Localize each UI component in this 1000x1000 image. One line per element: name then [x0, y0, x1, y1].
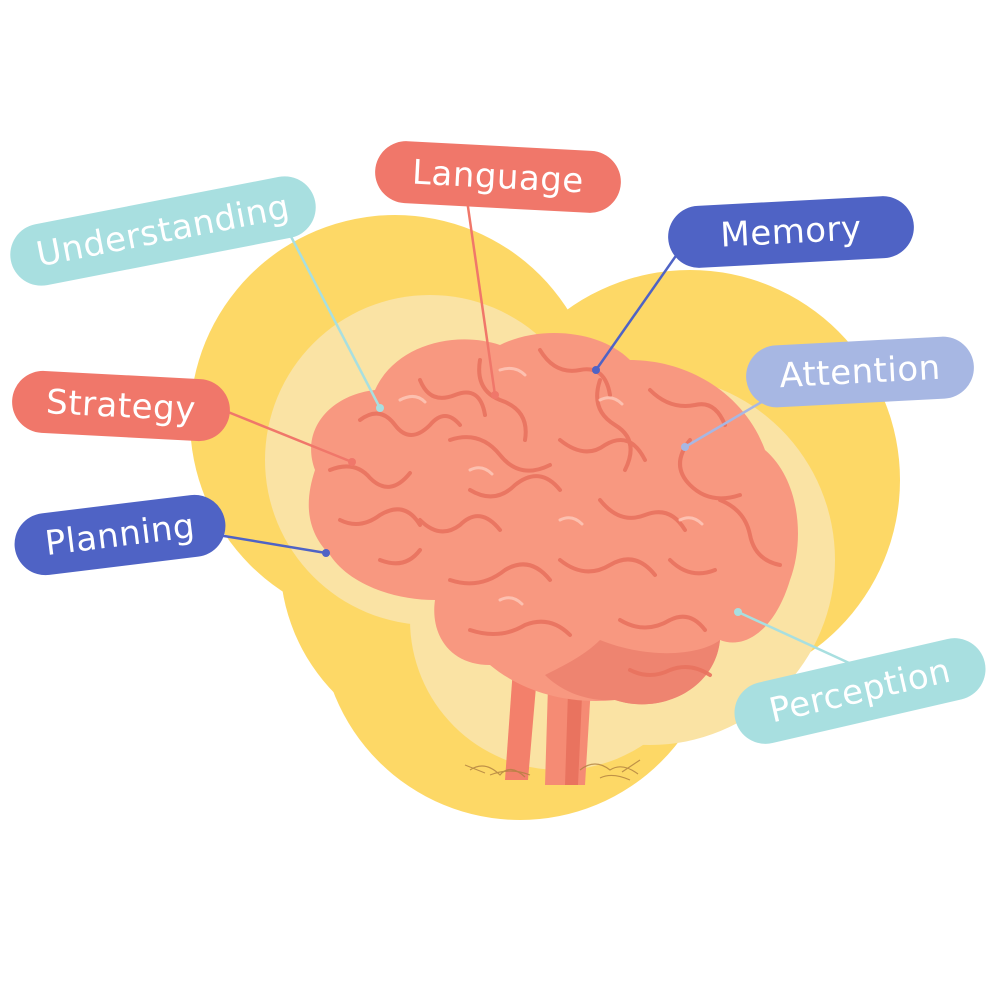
label-planning-text: Planning — [42, 505, 198, 565]
brain — [308, 333, 798, 705]
brain-folds — [328, 348, 782, 677]
connector-strategy — [227, 410, 353, 464]
connector-attention — [684, 398, 766, 449]
label-strategy: Strategy — [10, 369, 232, 443]
connector-perception — [737, 610, 861, 670]
connector-planning — [217, 533, 327, 555]
label-memory: Memory — [666, 194, 916, 270]
label-language: Language — [373, 139, 623, 215]
connector-memory — [594, 249, 682, 371]
label-strategy-text: Strategy — [45, 382, 197, 430]
connector-dots — [322, 366, 742, 616]
connector-lines — [217, 199, 861, 670]
label-language-text: Language — [411, 152, 585, 202]
brain-highlights — [398, 366, 704, 606]
roots — [464, 759, 641, 781]
connector-language — [465, 199, 497, 396]
label-attention-text: Attention — [778, 347, 942, 397]
label-attention: Attention — [744, 335, 976, 409]
connector-understanding — [283, 224, 382, 409]
label-memory-text: Memory — [719, 208, 863, 256]
